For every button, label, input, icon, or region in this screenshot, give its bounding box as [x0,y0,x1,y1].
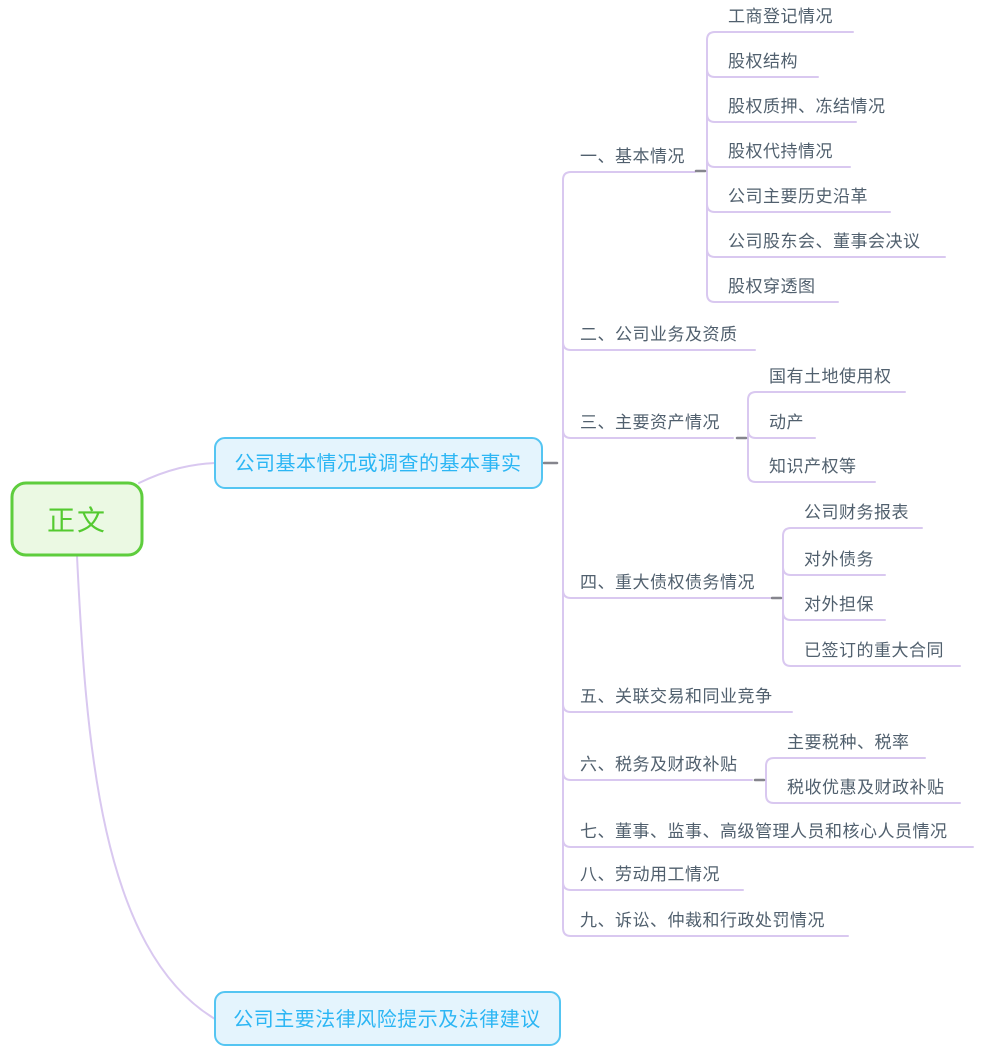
subtopic-3-major-assets[interactable]: 三、主要资产情况 [580,413,720,432]
branch-line-debts [562,589,771,599]
root-topic-box[interactable] [10,481,144,557]
bracket-tax-children [765,757,961,804]
branch-line-labor [562,881,744,891]
leaf-intellectual-property[interactable]: 知识产权等 [769,457,857,476]
leaf-business-registration[interactable]: 工商登记情况 [728,7,833,26]
branch-line-external-guarantee [782,611,886,621]
subtopic-5-related-transactions[interactable]: 五、关联交易和同业竞争 [580,687,773,706]
leaf-equity-pledge-freeze[interactable]: 股权质押、冻结情况 [728,97,886,116]
branch-line-board-resolutions [706,248,946,258]
branch-line-equity-proxy [706,158,851,168]
bracket-debts-children [782,527,961,667]
edge-root-to-legal-risk [76,555,216,1020]
leaf-external-debt[interactable]: 对外债务 [804,550,874,569]
main-topic-basic-facts[interactable]: 公司基本情况或调查的基本事实 [214,437,543,489]
bracket-basic-info-children [706,31,854,303]
branch-line-business-qualifications [562,341,756,351]
main-topic-legal-risk-label[interactable]: 公司主要法律风险提示及法律建议 [233,1008,541,1031]
subtopic-1-basic-info[interactable]: 一、基本情况 [580,147,685,166]
root-topic[interactable]: 正文 [10,481,144,557]
main-topic-legal-risk-box[interactable] [214,991,561,1046]
leaf-company-history[interactable]: 公司主要历史沿革 [728,187,868,206]
leaf-financial-statements[interactable]: 公司财务报表 [804,503,909,522]
branch-spine-level2 [562,171,849,937]
leaf-signed-major-contracts[interactable]: 已签订的重大合同 [804,641,944,660]
leaf-equity-penetration-chart[interactable]: 股权穿透图 [728,277,816,296]
main-topic-basic-facts-label[interactable]: 公司基本情况或调查的基本事实 [235,452,522,475]
leaf-board-resolutions[interactable]: 公司股东会、董事会决议 [728,232,921,251]
subtopic-9-litigation[interactable]: 九、诉讼、仲裁和行政处罚情况 [580,911,825,930]
subtopic-6-tax-subsidies[interactable]: 六、税务及财政补贴 [580,755,738,774]
main-topic-basic-facts-box[interactable] [214,437,543,489]
subtopic-2-business-qualifications[interactable]: 二、公司业务及资质 [580,325,738,344]
branch-line-tax-subsidies [562,771,753,781]
leaf-main-taxes-rates[interactable]: 主要税种、税率 [787,733,910,752]
subtopic-7-directors-personnel[interactable]: 七、董事、监事、高级管理人员和核心人员情况 [580,822,948,841]
branch-line-external-debt [782,566,886,576]
edge-root-to-basic-facts [138,462,216,484]
subtopic-4-debts[interactable]: 四、重大债权债务情况 [580,573,755,592]
root-topic-label[interactable]: 正文 [47,505,107,536]
leaf-equity-structure[interactable]: 股权结构 [728,52,798,71]
branch-line-movable-property [747,429,816,439]
leaf-tax-incentives-subsidies[interactable]: 税收优惠及财政补贴 [787,778,945,797]
bracket-assets-children [747,391,906,483]
leaf-state-land-use-right[interactable]: 国有土地使用权 [769,366,892,386]
branch-line-directors [562,838,974,848]
branch-line-equity-pledge [706,113,857,123]
main-topic-legal-risk[interactable]: 公司主要法律风险提示及法律建议 [214,991,561,1046]
branch-line-equity-structure [706,68,819,78]
branch-line-company-history [706,203,891,213]
leaf-equity-holding-proxy[interactable]: 股权代持情况 [728,142,833,161]
branch-line-related-transactions [562,703,793,713]
branch-line-major-assets [562,429,734,439]
leaf-external-guarantee[interactable]: 对外担保 [804,595,874,614]
subtopic-8-labor[interactable]: 八、劳动用工情况 [580,865,720,884]
leaf-movable-property[interactable]: 动产 [769,413,804,432]
